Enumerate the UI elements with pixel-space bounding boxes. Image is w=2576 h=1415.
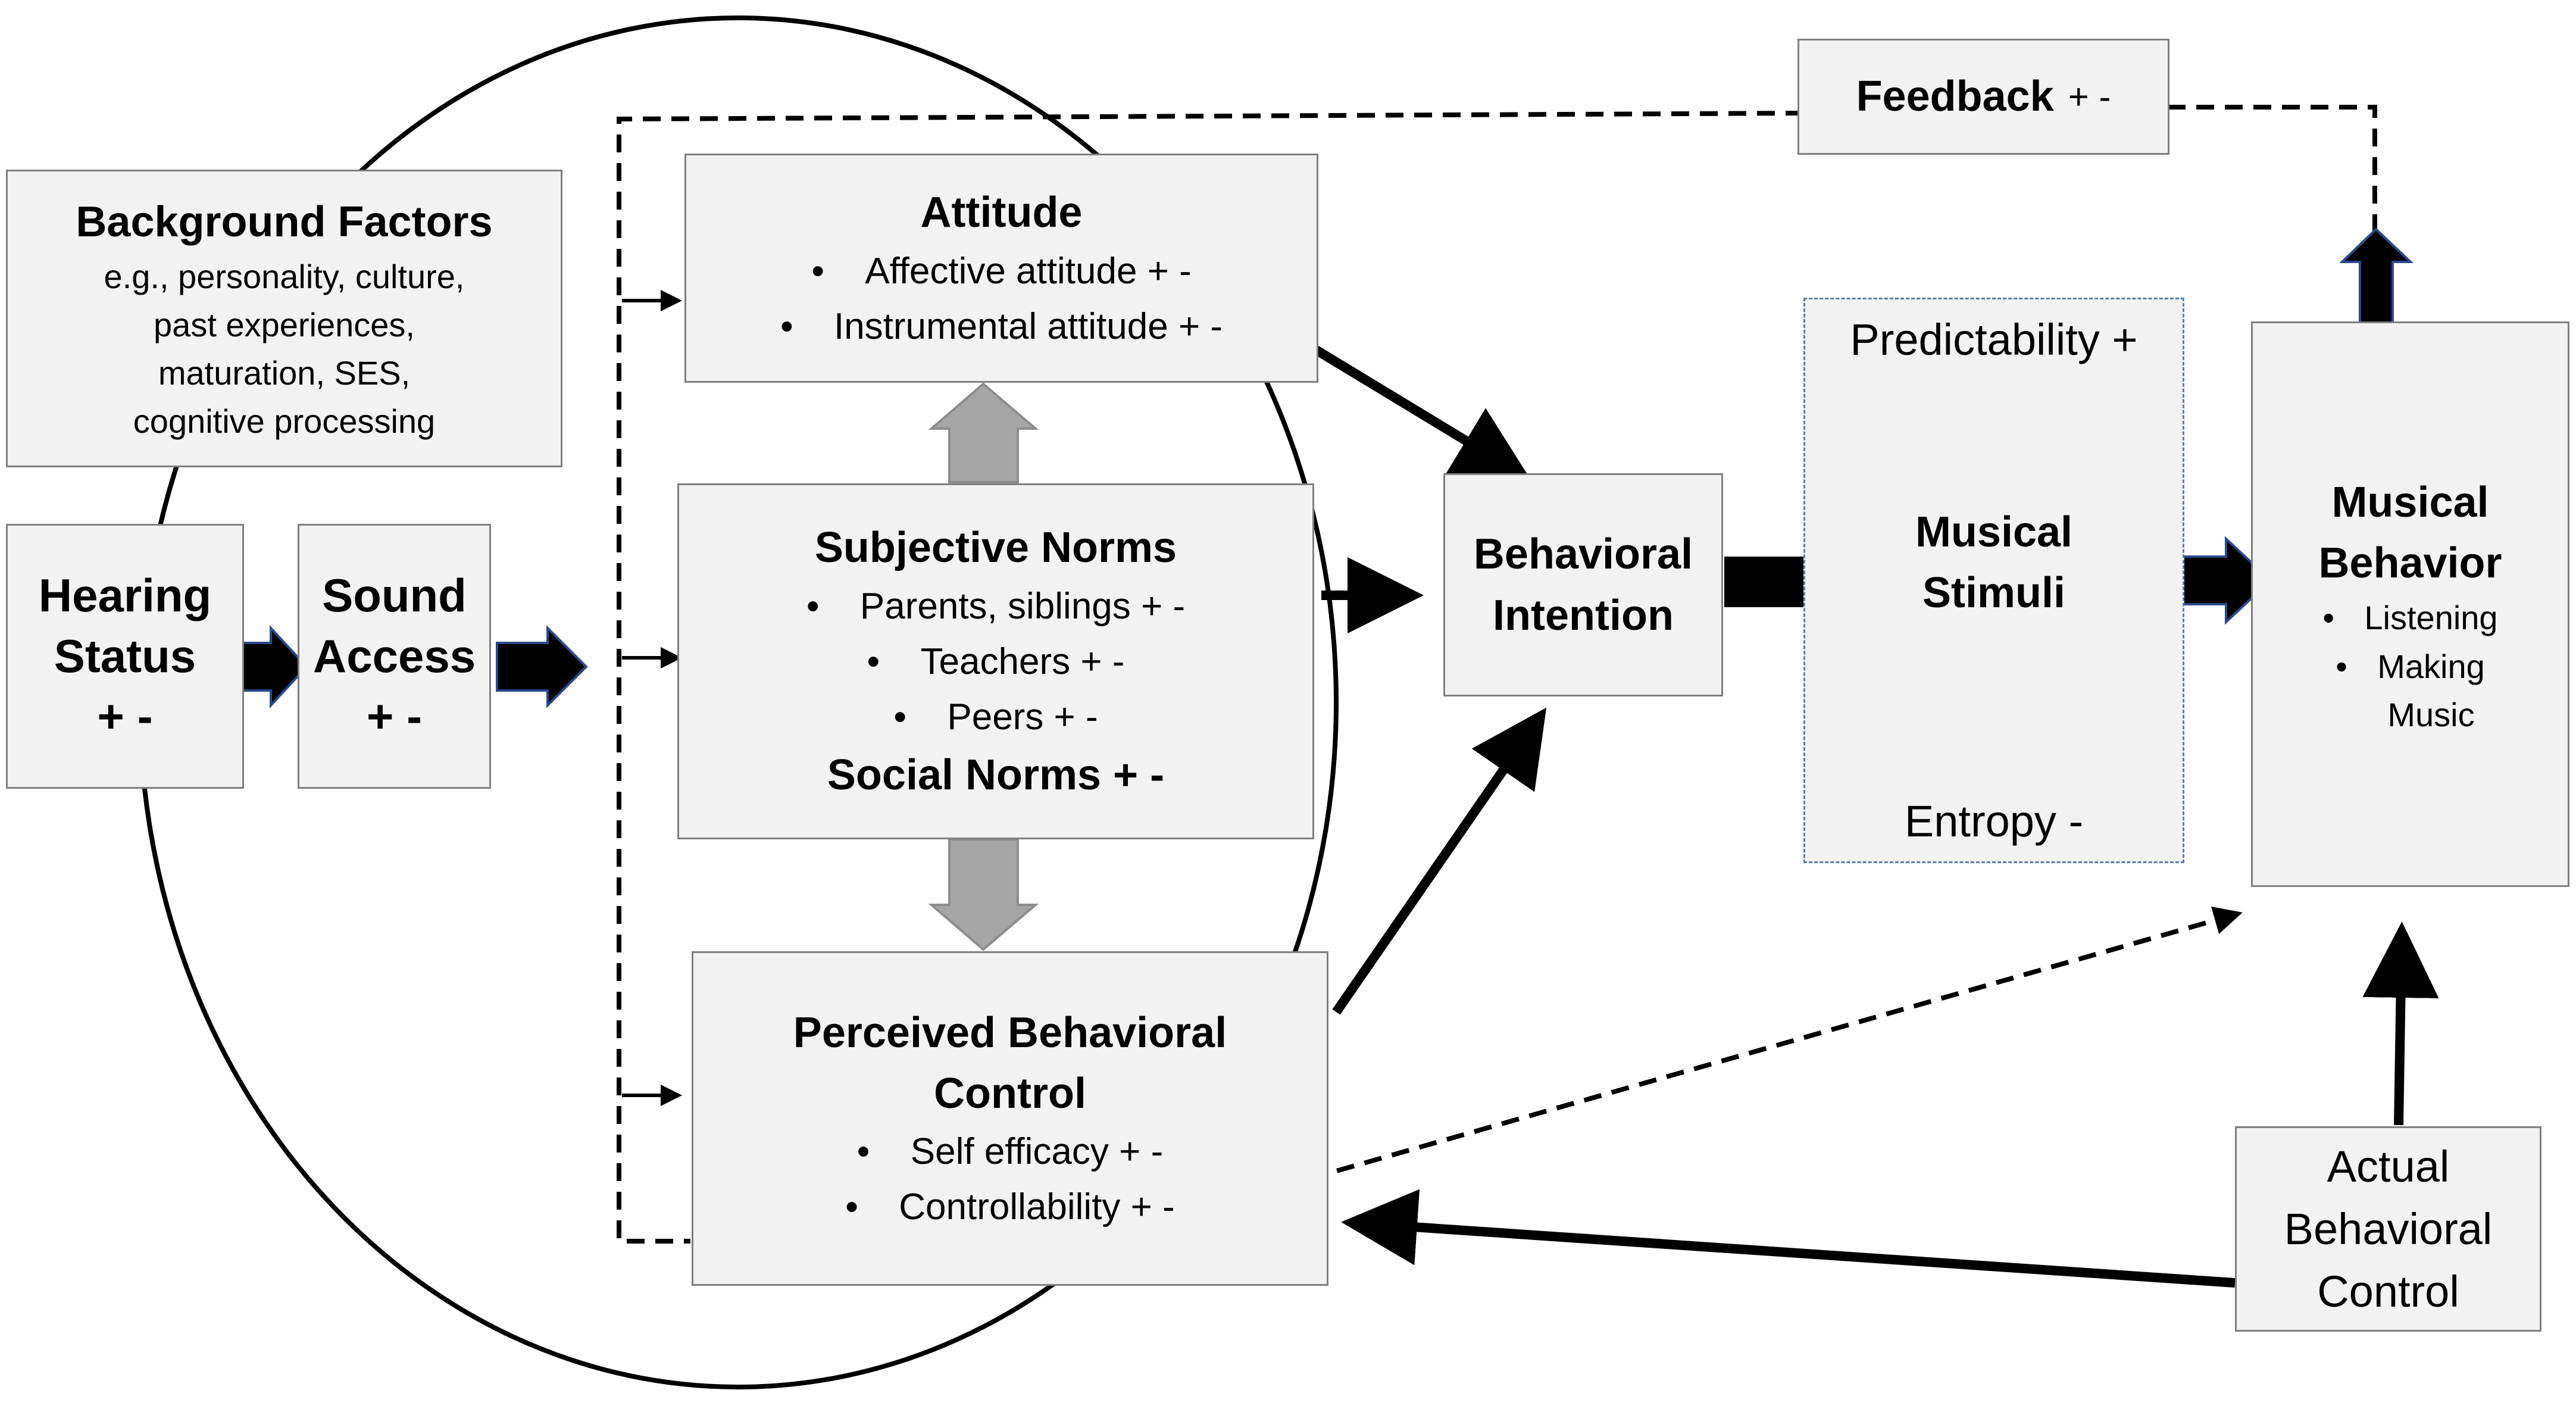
stimuli-title-group: Musical Stimuli (1915, 502, 2072, 623)
hearing-status-sign: + - (97, 690, 153, 743)
subjective-norms-item-label: Parents, siblings + - (859, 585, 1186, 627)
intention-to-stimuli-block (1724, 557, 1805, 607)
stimuli-title-line: Stimuli (1922, 569, 2065, 617)
musical-behavior-title-line: Behavior (2318, 539, 2502, 588)
feedback-loop-line (2167, 105, 2377, 232)
feedback-sign: + - (2068, 76, 2111, 117)
background-line: past experiences, (154, 305, 415, 343)
bullet-mark: • (780, 305, 793, 347)
attitude-box: Attitude • Affective attitude + - • Inst… (684, 154, 1318, 383)
intention-line: Behavioral (1473, 530, 1693, 579)
musical-behavior-item-label: Making (2377, 647, 2485, 685)
sound-access-line: Sound (322, 569, 467, 622)
bullet-mark: • (2322, 599, 2335, 637)
actual-control-line: Actual (2327, 1141, 2450, 1191)
actual-to-pbc-arrow (1341, 1189, 2236, 1288)
subjective-norms-title: Subjective Norms (814, 524, 1177, 572)
attitude-item: • Affective attitude + - (811, 243, 1192, 299)
sound-access-line: Access (312, 629, 476, 682)
behavior-to-feedback-arrow (2339, 227, 2414, 326)
predictability-label: Predictability + (1850, 315, 2138, 364)
attitude-title: Attitude (920, 189, 1083, 237)
subjective-norms-item: • Teachers + - (867, 634, 1125, 689)
bullet-mark: • (806, 585, 820, 627)
bullet-mark: • (811, 250, 824, 292)
feedback-title: Feedback (1856, 73, 2054, 121)
behavioral-intention-box: Behavioral Intention (1443, 473, 1723, 696)
pbc-to-intention-arrow (1332, 707, 1547, 1015)
sound-access-box: Sound Access + - (298, 524, 491, 789)
background-factors-box: Background Factors e.g., personality, cu… (6, 170, 562, 467)
subjective-norms-item-label: Peers + - (947, 696, 1098, 738)
social-norms-label: Social Norms + - (827, 751, 1165, 799)
actual-control-line: Control (2317, 1267, 2459, 1317)
pbc-item: • Controllability + - (845, 1179, 1174, 1235)
subjective-norms-item-label: Teachers + - (920, 641, 1125, 682)
pbc-title-line: Perceived Behavioral (793, 1008, 1227, 1057)
attitude-item: • Instrumental attitude + - (780, 299, 1223, 354)
subjective-norms-box: Subjective Norms • Parents, siblings + -… (677, 483, 1314, 839)
actual-control-line: Behavioral (2284, 1204, 2493, 1254)
feedback-loop-line-left (617, 111, 1804, 1244)
attitude-to-intention-arrow (1303, 340, 1531, 480)
bullet-mark: • (2336, 647, 2347, 685)
stimuli-to-behavior-arrow (2182, 536, 2272, 625)
musical-stimuli-box: Predictability + Musical Stimuli Entropy… (1803, 298, 2184, 863)
subjective-norms-item: • Peers + - (893, 689, 1098, 745)
feedback-box: Feedback + - (1797, 39, 2169, 155)
pbc-item-label: Self efficacy + - (910, 1131, 1164, 1173)
actual-behavioral-control-box: Actual Behavioral Control (2235, 1126, 2541, 1332)
musical-behavior-item-label: Music (2387, 695, 2475, 733)
intention-line: Intention (1493, 591, 1674, 639)
attitude-norms-grey-arrow (928, 382, 1039, 483)
stimuli-title-line: Musical (1915, 508, 2073, 556)
pbc-item: • Self efficacy + - (857, 1124, 1163, 1179)
pbc-title-line: Control (934, 1070, 1086, 1117)
bullet-mark: • (845, 1186, 858, 1228)
background-line: cognitive processing (133, 402, 436, 441)
hearing-status-line: Status (54, 629, 196, 682)
hearing-status-box: Hearing Status + - (6, 524, 244, 789)
hearing-status-line: Hearing (38, 569, 212, 622)
background-line: e.g., personality, culture, (104, 257, 465, 295)
perceived-behavioral-control-box: Perceived Behavioral Control • Self effi… (692, 951, 1328, 1286)
attitude-item-label: Instrumental attitude + - (833, 305, 1223, 347)
musical-behavior-item-label: Listening (2364, 599, 2498, 637)
bullet-mark: • (856, 1131, 870, 1173)
norms-pbc-grey-arrow (928, 838, 1039, 951)
musical-behavior-item: • Listening (2322, 594, 2497, 642)
musical-behavior-title-line: Musical (2331, 479, 2489, 526)
actual-to-behavior-arrow (2362, 922, 2439, 1126)
entropy-label: Entropy - (1904, 796, 2084, 846)
subjective-norms-item: • Parents, siblings + - (806, 579, 1185, 634)
musical-behavior-item: • Making (2336, 642, 2485, 691)
attitude-item-label: Affective attitude + - (865, 250, 1192, 292)
musical-behavior-item-continuation: Music (2346, 691, 2474, 739)
pbc-item-label: Controllability + - (899, 1186, 1175, 1228)
bullet-mark: • (867, 641, 880, 682)
background-line: maturation, SES, (158, 354, 411, 392)
sound-access-sign: + - (366, 690, 423, 743)
background-factors-title: Background Factors (76, 198, 493, 246)
bullet-mark: • (893, 696, 907, 738)
sound-to-constructs-arrow (496, 625, 588, 708)
musical-behavior-box: Musical Behavior • Listening • Making Mu… (2251, 321, 2569, 887)
pbc-to-behavior-dashed-arrow (1308, 906, 2243, 1181)
